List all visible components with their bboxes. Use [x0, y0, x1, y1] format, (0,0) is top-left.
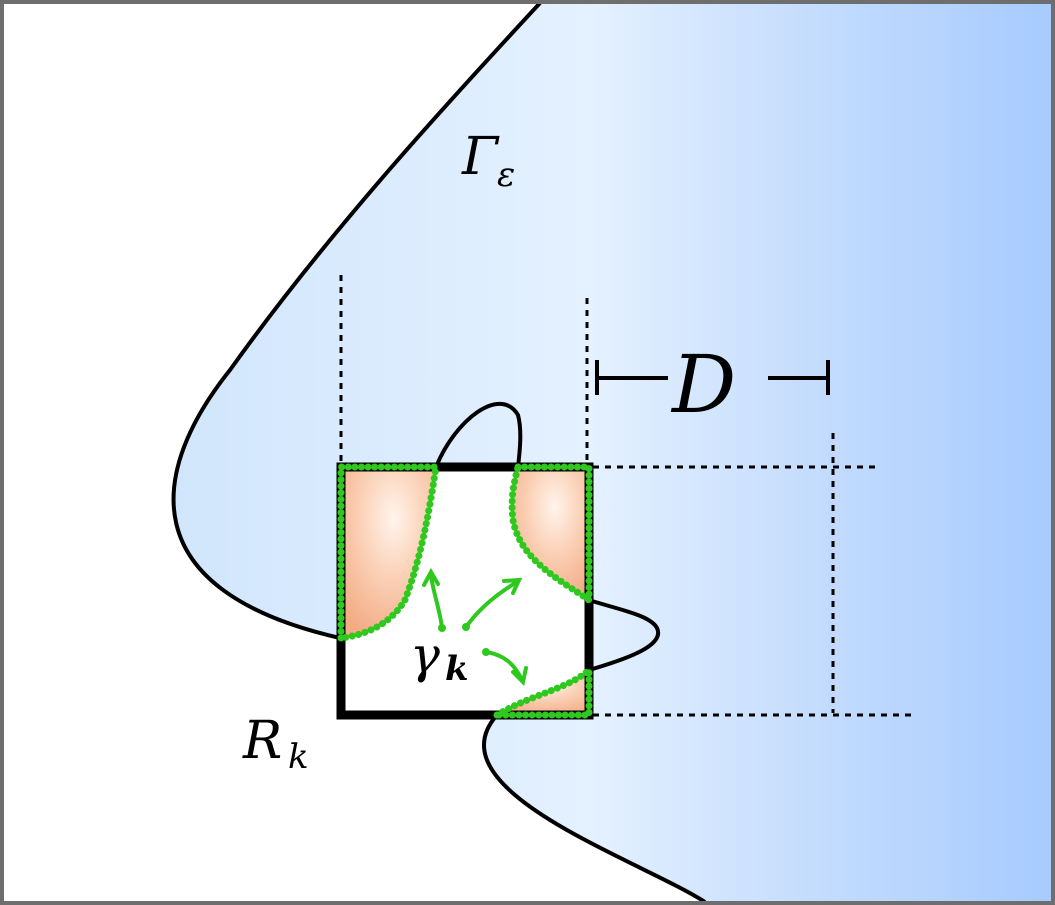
boundary-curve-lower [482, 713, 707, 904]
label-r-k: R [242, 711, 282, 771]
boundary-curve-bump-right [588, 598, 661, 672]
gamma-k-curves [337, 463, 593, 719]
orange-patch-right [512, 467, 589, 600]
label-gamma-k: γ [410, 626, 440, 684]
gamma-k-curve-right [508, 463, 593, 607]
label-r-k-sub: k [288, 737, 309, 777]
label-gamma-k-sub: k [445, 649, 469, 689]
dashed-guides [339, 275, 915, 717]
gamma-k-curve-left [337, 463, 441, 642]
gamma-k-arrows [422, 567, 528, 687]
label-d: D [670, 338, 736, 431]
boundary-curve-bump-top [434, 401, 523, 468]
square-interior [341, 467, 589, 715]
orange-patch-left [341, 467, 436, 638]
label-gamma-epsilon-sub: ε [497, 155, 515, 195]
label-gamma-epsilon: Γ [461, 127, 500, 187]
d-measure-bar [595, 360, 830, 395]
gamma-k-curve-bottom [493, 661, 593, 719]
boundary-curve-main [171, 1, 542, 640]
